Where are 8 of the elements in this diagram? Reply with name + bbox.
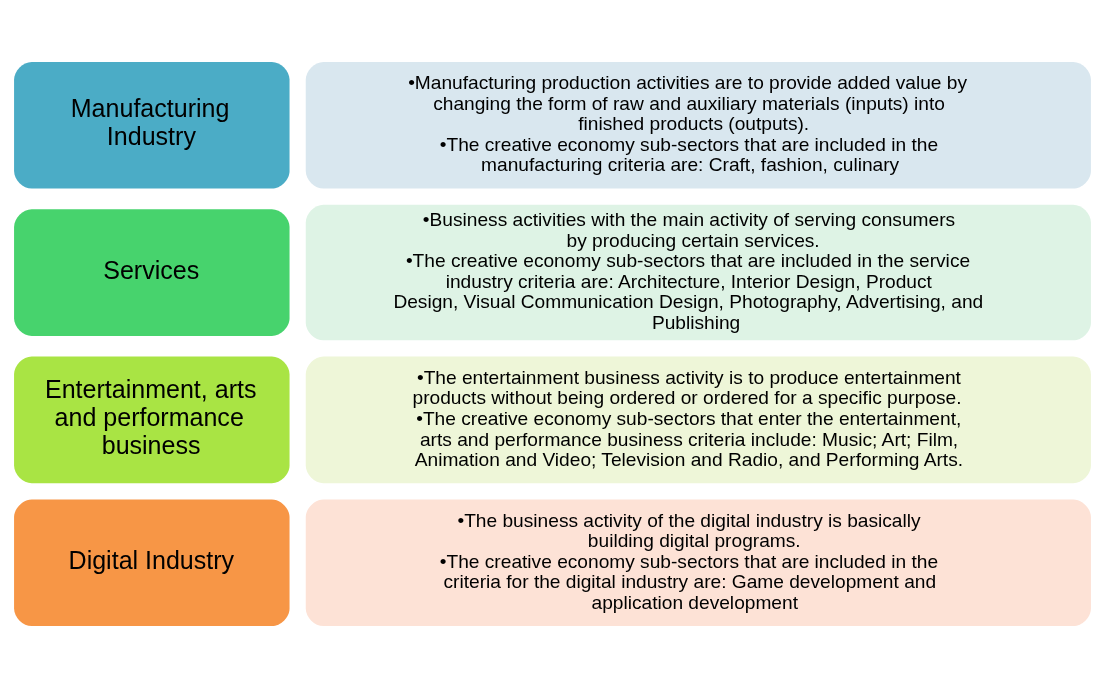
node-box: •Business activities with the main activity of serving consumers by producing certain services. •The creative economy sub-sectors that are included in the service industry criteria are: Architecture, Interior Design, Product Design, Visual Communication Design, Photography, Advertising, and Publishing	[305, 204, 1091, 341]
node-box: Entertainment, arts and performance business	[14, 356, 290, 484]
node-box: •Manufacturing production activities are to provide added value by changing the form of raw and auxiliary materials (inputs) into finished products (outputs). •The creative economy sub-sectors that are included in the manufacturing criteria are: Craft, fashion, culinary	[305, 61, 1091, 189]
node-box: •The business activity of the digital industry is basically building digital programs. •The creative economy sub-sectors that are included in the criteria for the digital industry are: Game development and application development	[305, 499, 1091, 627]
node-box: Digital Industry	[14, 499, 290, 627]
node-box: Services	[14, 209, 290, 336]
node-box: •The entertainment business activity is to produce entertainment products without being ordered or ordered for a specific purpose. •The creative economy sub-sectors that enter the entertainment, arts and performance business criteria include: Music; Art; Film, Animation and Video; Television and Radio, and Performing Arts.	[305, 356, 1091, 484]
node-box: Manufacturing Industry	[14, 61, 290, 189]
